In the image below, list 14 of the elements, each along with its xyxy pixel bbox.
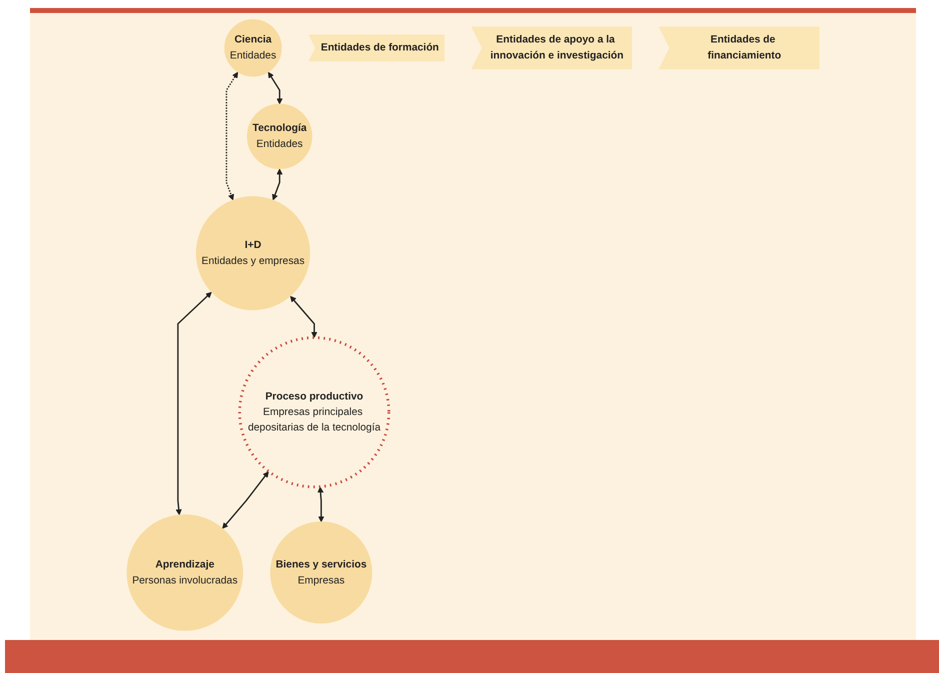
arrow bbox=[176, 292, 212, 516]
arrow bbox=[222, 471, 269, 529]
diagram: Ciencia Entidades Entidades de formación Entidades de apoyo a la innovación e investigación Entidades de financiamiento Tecnología Entidades I+D Entidades y empresas Proceso productivo Empresas principales depositarias de la tecnología Aprendizaje Personas involucradas Bienes y servicios Empresas bbox=[30, 14, 916, 636]
node-circle bbox=[238, 336, 390, 488]
node-circle bbox=[224, 19, 282, 77]
arrow bbox=[272, 168, 283, 200]
node-circle bbox=[126, 514, 244, 631]
node-circle bbox=[196, 196, 310, 310]
node-circle bbox=[246, 104, 312, 169]
node-circle bbox=[270, 522, 372, 624]
arrow bbox=[317, 486, 324, 522]
arrow bbox=[226, 72, 238, 200]
arrow bbox=[290, 296, 318, 338]
arrow bbox=[268, 72, 283, 104]
